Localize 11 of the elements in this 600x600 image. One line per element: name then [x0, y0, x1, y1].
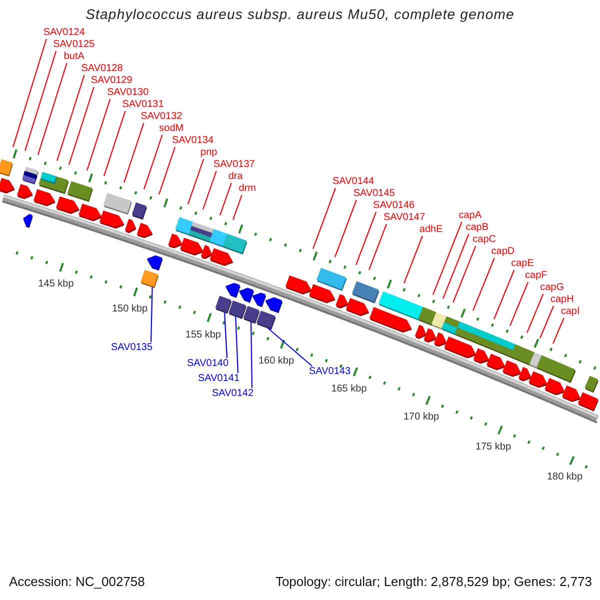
- scale-label: 175 kbp: [475, 440, 512, 452]
- scale-label: 145 kbp: [38, 278, 74, 290]
- scale-label: 155 kbp: [185, 328, 221, 340]
- map-title: Staphylococcus aureus subsp. aureus Mu50, complete genome: [86, 6, 514, 23]
- scale-label: 160 kbp: [258, 355, 294, 367]
- scale-label: 165 kbp: [331, 382, 367, 394]
- scale-label: 180 kbp: [546, 471, 583, 483]
- scale-label: 150 kbp: [112, 303, 148, 315]
- footer-text: Accession: NC_002758: [9, 574, 145, 589]
- footer-text: Topology: circular; Length: 2,878,529 bp; Genes: 2,773: [275, 574, 592, 589]
- scale-label: 170 kbp: [404, 411, 440, 423]
